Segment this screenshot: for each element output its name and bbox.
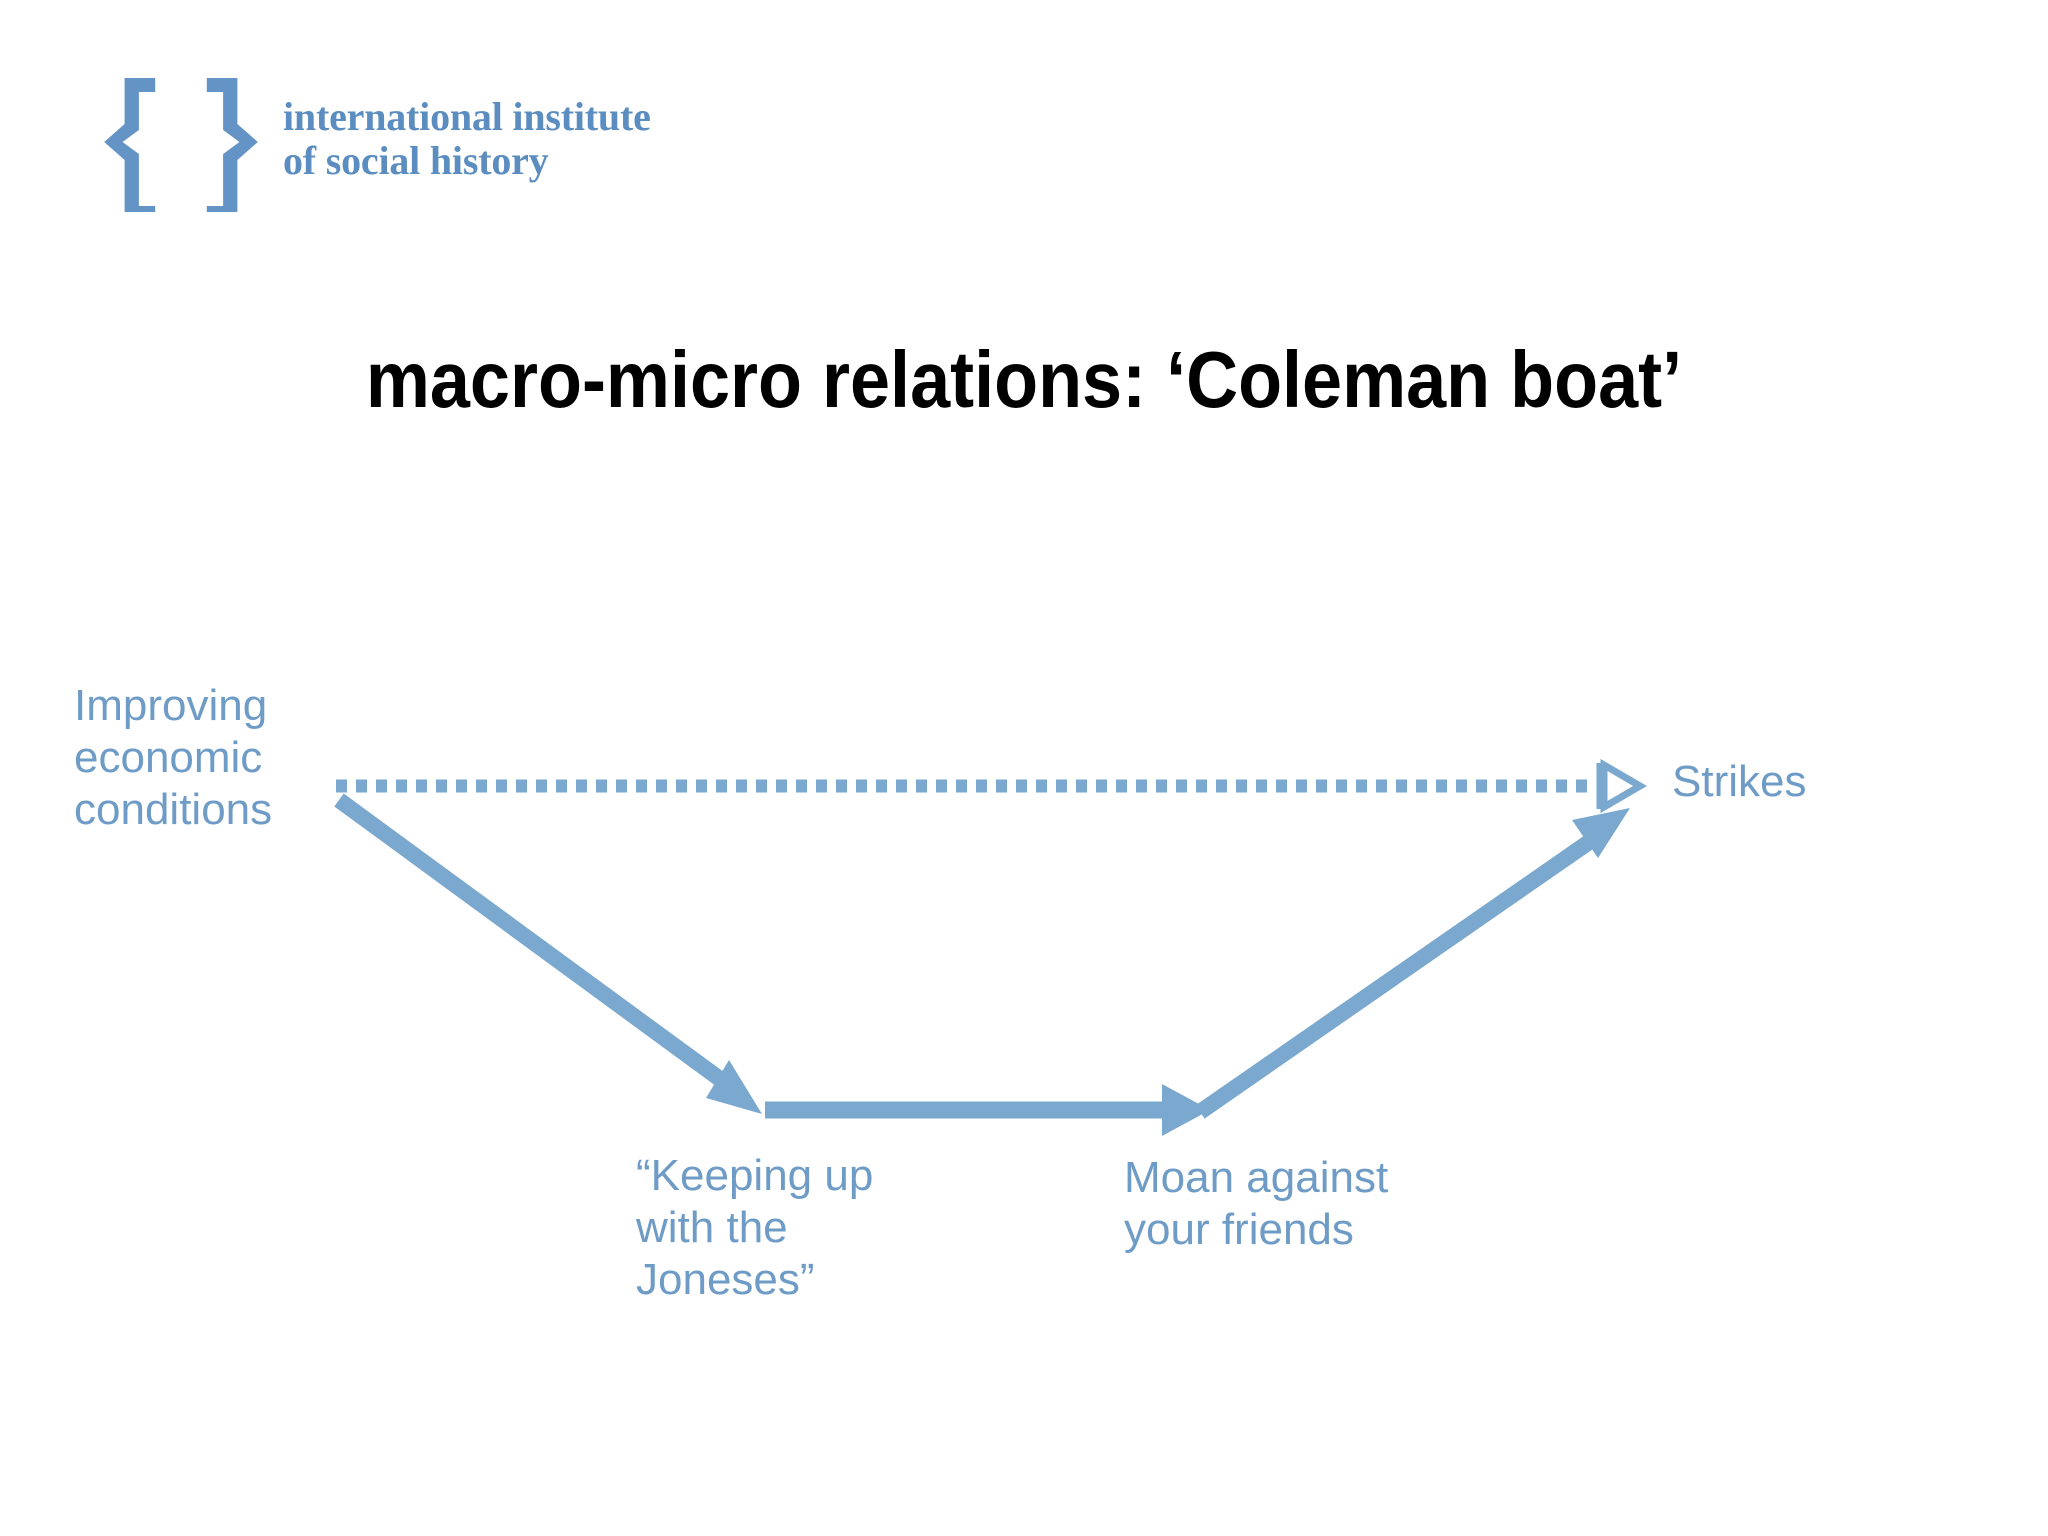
logo-wordmark: international institute of social histor… [283, 95, 783, 183]
node-label-keeping-up-with-the-joneses: “Keeping up with the Joneses” [636, 1151, 874, 1304]
iisg-logo: international institute of social histor… [86, 72, 786, 212]
node-label-improving-economic-conditions: Improving economic conditions [74, 681, 273, 834]
right-curly-bracket-icon [206, 78, 258, 212]
slide-title: macro-micro relations: ‘Coleman boat’ [365, 335, 1683, 424]
logo-line-2: of social history [283, 138, 549, 183]
arrow-macro-to-micro [334, 793, 762, 1114]
left-curly-bracket-icon [104, 78, 156, 212]
logo-brackets [86, 72, 276, 212]
node-label-moan-against-your-friends: Moan against your friends [1124, 1153, 1389, 1254]
logo-line-1: international institute [283, 94, 651, 139]
node-label-strikes: Strikes [1672, 757, 1807, 806]
arrow-micro-to-macro [1195, 808, 1630, 1119]
arrow-micro-to-micro [765, 1084, 1210, 1136]
arrow-macro-to-macro [336, 758, 1647, 814]
